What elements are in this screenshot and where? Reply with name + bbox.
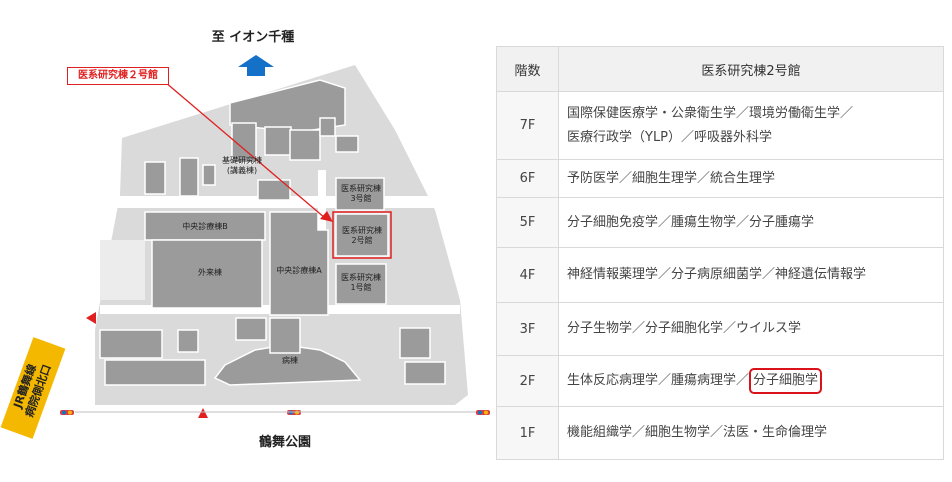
dept-line: 国際保健医療学・公衆衛生学／環境労働衛生学／ bbox=[567, 105, 854, 121]
table-row: 1F 機能組織学／細胞生物学／法医・生命倫理学 bbox=[496, 406, 944, 460]
dept-line: 医療行政学（YLP）／呼吸器外科学 bbox=[567, 129, 773, 145]
building-med-research-3 bbox=[335, 177, 385, 211]
label-outpatient: 外来棟 bbox=[198, 268, 222, 277]
floor-cell: 6F bbox=[496, 159, 559, 198]
label-med-research-2: 医系研究棟 2号館 bbox=[342, 226, 382, 245]
dept-text: 生体反応病理学／腫瘍病理学／ bbox=[567, 373, 750, 388]
label-basic-research: 基礎研究棟 (講義棟) bbox=[222, 156, 262, 175]
building-med-research-1 bbox=[335, 263, 387, 305]
bus-stop-markers bbox=[60, 410, 490, 415]
north-arrow bbox=[238, 55, 274, 76]
building-central-b bbox=[144, 211, 266, 241]
campus-map-drawing bbox=[0, 55, 490, 439]
header-floor: 階数 bbox=[496, 46, 559, 92]
label-ward: 病棟 bbox=[282, 356, 298, 365]
campus-map: 至 イオン千種 鶴舞公園 医系研究棟２号館 基礎研究棟 (講義棟) 中央診療棟B… bbox=[0, 30, 490, 450]
dept-cell: 分子生物学／分子細胞化学／ウイルス学 bbox=[558, 302, 944, 356]
table-row: 7F 国際保健医療学・公衆衛生学／環境労働衛生学／ 医療行政学（YLP）／呼吸器… bbox=[496, 91, 944, 160]
header-building: 医系研究棟2号館 bbox=[558, 46, 944, 92]
station-sign bbox=[0, 337, 66, 439]
dept-cell: 機能組織学／細胞生物学／法医・生命倫理学 bbox=[558, 406, 944, 460]
floor-cell: 1F bbox=[496, 406, 559, 460]
north-label: 至 イオン千種 bbox=[211, 30, 295, 45]
label-central-b: 中央診療棟B bbox=[182, 222, 228, 231]
highlight-box bbox=[332, 211, 392, 259]
table-row: 4F 神経情報薬理学／分子病原細菌学／神経遺伝情報学 bbox=[496, 247, 944, 303]
table-row: 3F 分子生物学／分子細胞化学／ウイルス学 bbox=[496, 302, 944, 356]
table-row: 5F 分子細胞免疫学／腫瘍生物学／分子腫瘍学 bbox=[496, 197, 944, 248]
building-outpatient bbox=[151, 239, 263, 309]
dept-cell: 神経情報薬理学／分子病原細菌学／神経遺伝情報学 bbox=[558, 247, 944, 303]
floor-cell: 3F bbox=[496, 302, 559, 356]
floor-cell: 5F bbox=[496, 197, 559, 248]
south-label: 鶴舞公園 bbox=[258, 435, 311, 450]
highlighted-dept: 分子細胞学 bbox=[749, 368, 823, 394]
building-ward bbox=[213, 344, 362, 386]
table-row: 6F 予防医学／細胞生理学／統合生理学 bbox=[496, 159, 944, 198]
dept-cell: 生体反応病理学／腫瘍病理学／分子細胞学 bbox=[558, 355, 944, 407]
label-med-research-3: 医系研究棟 3号館 bbox=[341, 184, 381, 203]
label-med-research-1: 医系研究棟 1号館 bbox=[341, 273, 381, 292]
floor-directory-table: 階数 医系研究棟2号館 7F 国際保健医療学・公衆衛生学／環境労働衛生学／ 医療… bbox=[496, 46, 944, 460]
label-central-a: 中央診療棟A bbox=[276, 266, 322, 275]
dept-cell: 予防医学／細胞生理学／統合生理学 bbox=[558, 159, 944, 198]
table-row: 2F 生体反応病理学／腫瘍病理学／分子細胞学 bbox=[496, 355, 944, 407]
floor-cell: 4F bbox=[496, 247, 559, 303]
building-med-research-2 bbox=[335, 213, 389, 257]
dept-cell: 国際保健医療学・公衆衛生学／環境労働衛生学／ 医療行政学（YLP）／呼吸器外科学 bbox=[558, 91, 944, 160]
dept-cell: 分子細胞免疫学／腫瘍生物学／分子腫瘍学 bbox=[558, 197, 944, 248]
floor-cell: 7F bbox=[496, 91, 559, 160]
floor-cell: 2F bbox=[496, 355, 559, 407]
callout-label: 医系研究棟２号館 bbox=[67, 67, 169, 85]
